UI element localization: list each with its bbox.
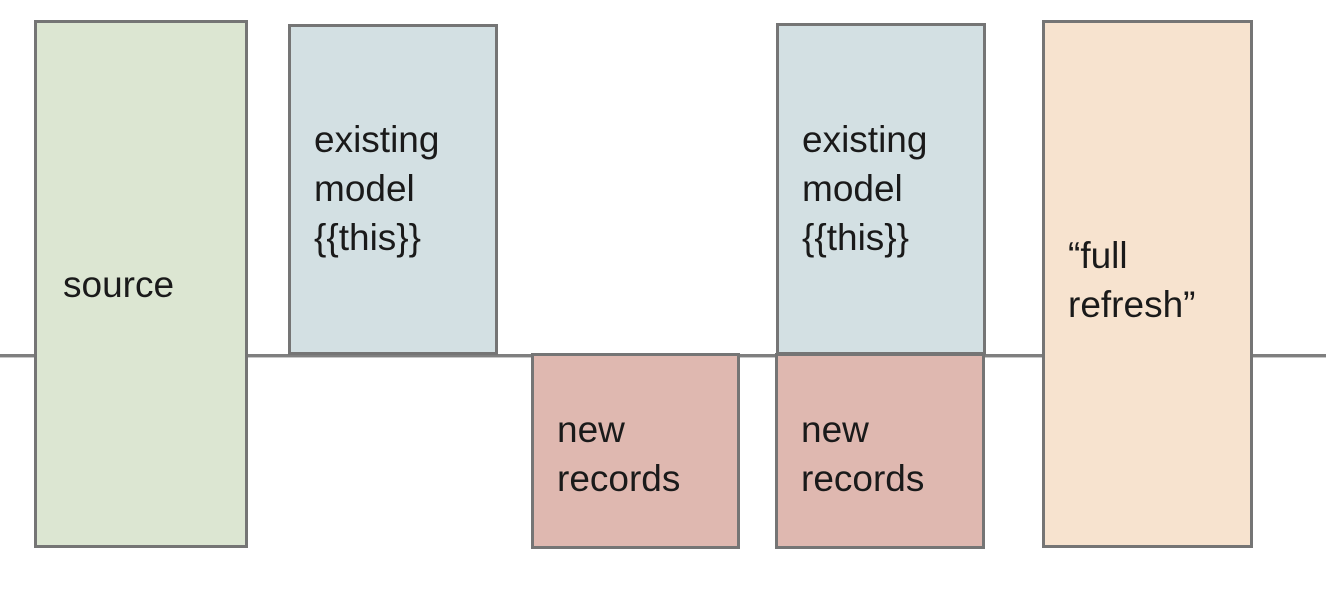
node-new-records-1-label: new records [557, 409, 681, 499]
node-new-records-2-label: new records [801, 409, 925, 499]
node-existing-model-1-label: existing model {{this}} [314, 119, 440, 258]
node-existing-model-2-label: existing model {{this}} [802, 119, 928, 258]
node-full-refresh[interactable]: “full refresh” [1042, 20, 1253, 548]
node-existing-model-2[interactable]: existing model {{this}} [776, 23, 986, 355]
node-existing-model-1[interactable]: existing model {{this}} [288, 24, 498, 355]
node-new-records-1[interactable]: new records [531, 353, 740, 549]
node-source[interactable]: source [34, 20, 248, 548]
node-full-refresh-label: “full refresh” [1068, 235, 1196, 325]
node-new-records-2[interactable]: new records [775, 353, 985, 549]
node-source-label: source [63, 263, 175, 305]
